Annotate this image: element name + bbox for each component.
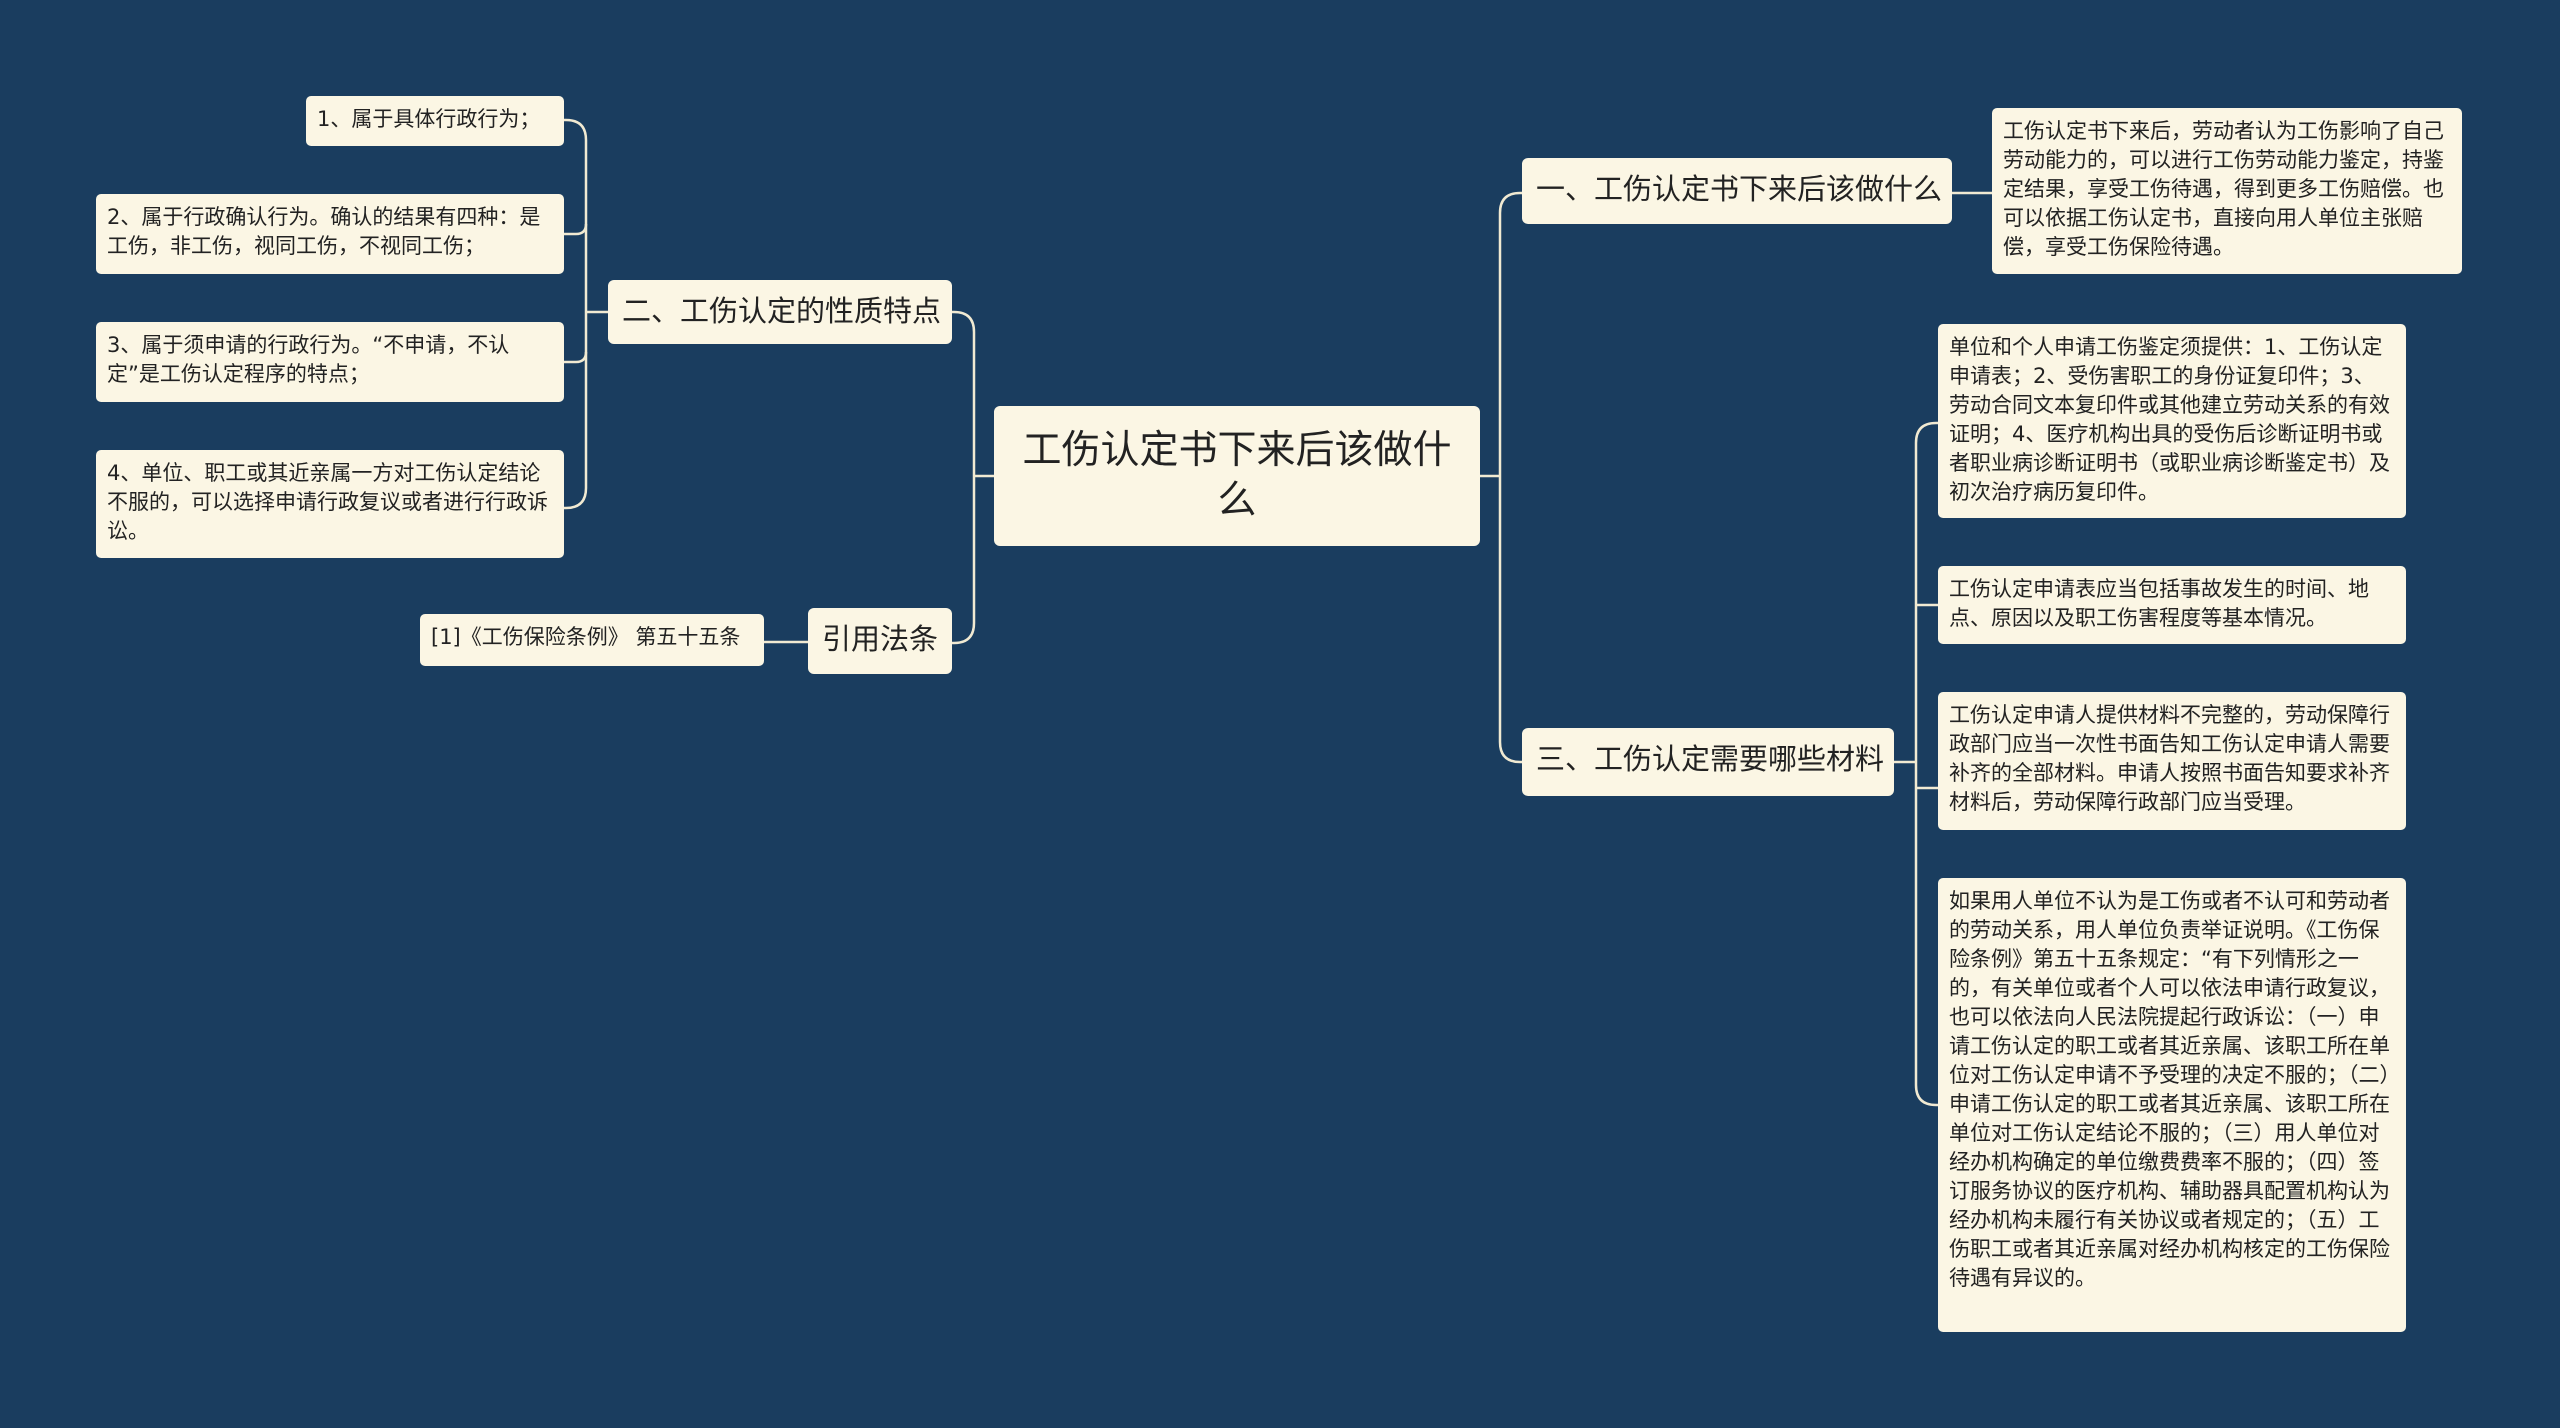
leaf-cited-law-1[interactable]: [1]《工伤保险条例》 第五十五条: [420, 614, 764, 666]
leaf-nature-2[interactable]: 2、属于行政确认行为。确认的结果有四种：是工伤，非工伤，视同工伤，不视同工伤；: [96, 194, 564, 274]
leaf-what-to-do-1[interactable]: 工伤认定书下来后，劳动者认为工伤影响了自己劳动能力的，可以进行工伤劳动能力鉴定，…: [1992, 108, 2462, 274]
leaf-nature-1[interactable]: 1、属于具体行政行为；: [306, 96, 564, 146]
leaf-materials-4[interactable]: 如果用人单位不认为是工伤或者不认可和劳动者的劳动关系，用人单位负责举证说明。《工…: [1938, 878, 2406, 1332]
leaf-nature-4[interactable]: 4、单位、职工或其近亲属一方对工伤认定结论不服的，可以选择申请行政复议或者进行行…: [96, 450, 564, 558]
leaf-nature-3[interactable]: 3、属于须申请的行政行为。“不申请，不认定”是工伤认定程序的特点；: [96, 322, 564, 402]
leaf-materials-3[interactable]: 工伤认定申请人提供材料不完整的，劳动保障行政部门应当一次性书面告知工伤认定申请人…: [1938, 692, 2406, 830]
leaf-materials-1[interactable]: 单位和个人申请工伤鉴定须提供：1、工伤认定申请表；2、受伤害职工的身份证复印件；…: [1938, 324, 2406, 518]
branch-required-materials[interactable]: 三、工伤认定需要哪些材料: [1522, 728, 1894, 796]
root-topic[interactable]: 工伤认定书下来后该做什么: [994, 406, 1480, 546]
leaf-materials-2[interactable]: 工伤认定申请表应当包括事故发生的时间、地点、原因以及职工伤害程度等基本情况。: [1938, 566, 2406, 644]
branch-cited-law[interactable]: 引用法条: [808, 608, 952, 674]
branch-what-to-do[interactable]: 一、工伤认定书下来后该做什么: [1522, 158, 1952, 224]
branch-nature-characteristics[interactable]: 二、工伤认定的性质特点: [608, 280, 952, 344]
